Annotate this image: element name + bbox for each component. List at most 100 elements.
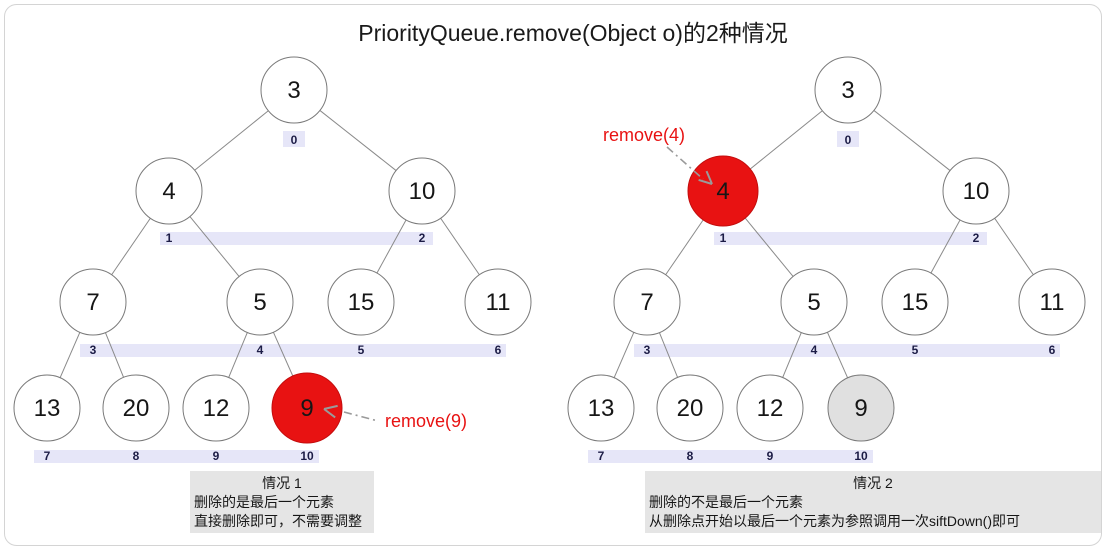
heap-node-value: 7	[86, 289, 99, 316]
caption-line: 删除的是最后一个元素	[194, 494, 334, 510]
index-bar	[160, 232, 433, 245]
heap-node-normal	[942, 157, 1010, 225]
heap-node-value: 4	[716, 178, 729, 205]
heap-node-value: 5	[253, 289, 266, 316]
heap-node-value: 4	[162, 178, 175, 205]
heap-edge	[440, 217, 480, 276]
index-label: 7	[44, 449, 51, 463]
index-label: 7	[598, 449, 605, 463]
heap-edge	[826, 331, 849, 379]
heap-node-value: 12	[203, 395, 230, 422]
index-bar	[283, 131, 305, 147]
index-bar	[837, 131, 859, 147]
remove-arrow-head	[323, 408, 336, 419]
heap-node-value: 3	[287, 77, 300, 104]
index-bar	[34, 450, 319, 463]
heap-edge	[228, 332, 248, 378]
remove-annotation-label: remove(9)	[385, 411, 467, 431]
remove-annotation-label: remove(4)	[603, 125, 685, 145]
index-label: 6	[1049, 343, 1056, 357]
heap-node-value: 11	[486, 289, 511, 316]
heap-node-value: 11	[1040, 289, 1065, 316]
heap-node-value: 20	[123, 395, 150, 422]
heap-node-normal	[464, 268, 532, 336]
heap-node-normal	[135, 157, 203, 225]
heap-node-value: 9	[300, 395, 313, 422]
heap-node-value: 10	[409, 178, 436, 205]
index-label: 0	[845, 133, 852, 147]
heap-edge	[744, 217, 794, 277]
heap-edge	[658, 332, 679, 378]
heap-node-removed	[827, 374, 895, 442]
index-label: 8	[133, 449, 140, 463]
heap-node-normal	[736, 374, 804, 442]
caption-heading: 情况 2	[853, 475, 893, 491]
index-bar	[634, 344, 1060, 357]
heap-node-normal	[226, 268, 294, 336]
heap-edge	[194, 110, 269, 171]
index-bar	[588, 450, 873, 463]
heap-node-normal	[780, 268, 848, 336]
index-label: 10	[300, 449, 314, 463]
index-label: 2	[973, 231, 980, 245]
heap-node-value: 10	[963, 178, 990, 205]
heap-node-normal	[881, 268, 949, 336]
heap-node-value: 13	[588, 395, 615, 422]
heap-edge	[189, 216, 240, 277]
heap-node-value: 20	[677, 395, 704, 422]
index-label: 3	[644, 343, 651, 357]
heap-edge	[749, 110, 823, 170]
caption-line: 从删除点开始以最后一个元素为参照调用一次siftDown()即可	[649, 513, 1020, 529]
index-label: 6	[495, 343, 502, 357]
heap-edge	[272, 331, 294, 377]
heap-node-normal	[567, 374, 635, 442]
index-label: 5	[912, 343, 919, 357]
index-label: 1	[166, 231, 173, 245]
remove-arrow-head	[698, 178, 713, 185]
heap-edge	[376, 219, 407, 274]
heap-edge	[665, 219, 704, 276]
heap-node-highlighted	[687, 155, 759, 227]
index-label: 4	[257, 343, 264, 357]
heap-node-value: 5	[807, 289, 820, 316]
heap-node-normal	[182, 374, 250, 442]
remove-arrow-line	[666, 146, 704, 180]
heap-node-normal	[59, 268, 127, 336]
heap-node-value: 7	[640, 289, 653, 316]
heap-node-normal	[13, 374, 81, 442]
heap-node-highlighted	[271, 372, 343, 444]
heap-node-normal	[656, 374, 724, 442]
index-label: 1	[720, 231, 727, 245]
heap-node-normal	[388, 157, 456, 225]
heap-edge	[111, 217, 151, 276]
index-label: 4	[811, 343, 818, 357]
heap-edge	[319, 110, 397, 171]
heap-node-normal	[327, 268, 395, 336]
remove-arrow-head	[323, 404, 338, 410]
heap-node-normal	[260, 56, 328, 124]
heap-node-normal	[613, 268, 681, 336]
remove-arrow-line	[343, 411, 379, 422]
index-label: 3	[90, 343, 97, 357]
remove-arrow-head	[705, 170, 713, 185]
heap-node-normal	[1018, 268, 1086, 336]
heap-node-value: 9	[854, 395, 867, 422]
heap-edge	[873, 110, 951, 171]
heap-node-normal	[814, 56, 882, 124]
index-label: 8	[687, 449, 694, 463]
caption-line: 直接删除即可，不需要调整	[194, 513, 362, 529]
index-bar	[80, 344, 506, 357]
index-label: 2	[419, 231, 426, 245]
heap-edge	[930, 219, 961, 274]
index-label: 0	[291, 133, 298, 147]
index-label: 10	[854, 449, 868, 463]
index-label: 9	[767, 449, 774, 463]
heap-edge	[104, 332, 125, 378]
page-title: PriorityQueue.remove(Object o)的2种情况	[358, 20, 787, 46]
caption-box	[190, 471, 374, 533]
heap-edge	[613, 332, 635, 378]
